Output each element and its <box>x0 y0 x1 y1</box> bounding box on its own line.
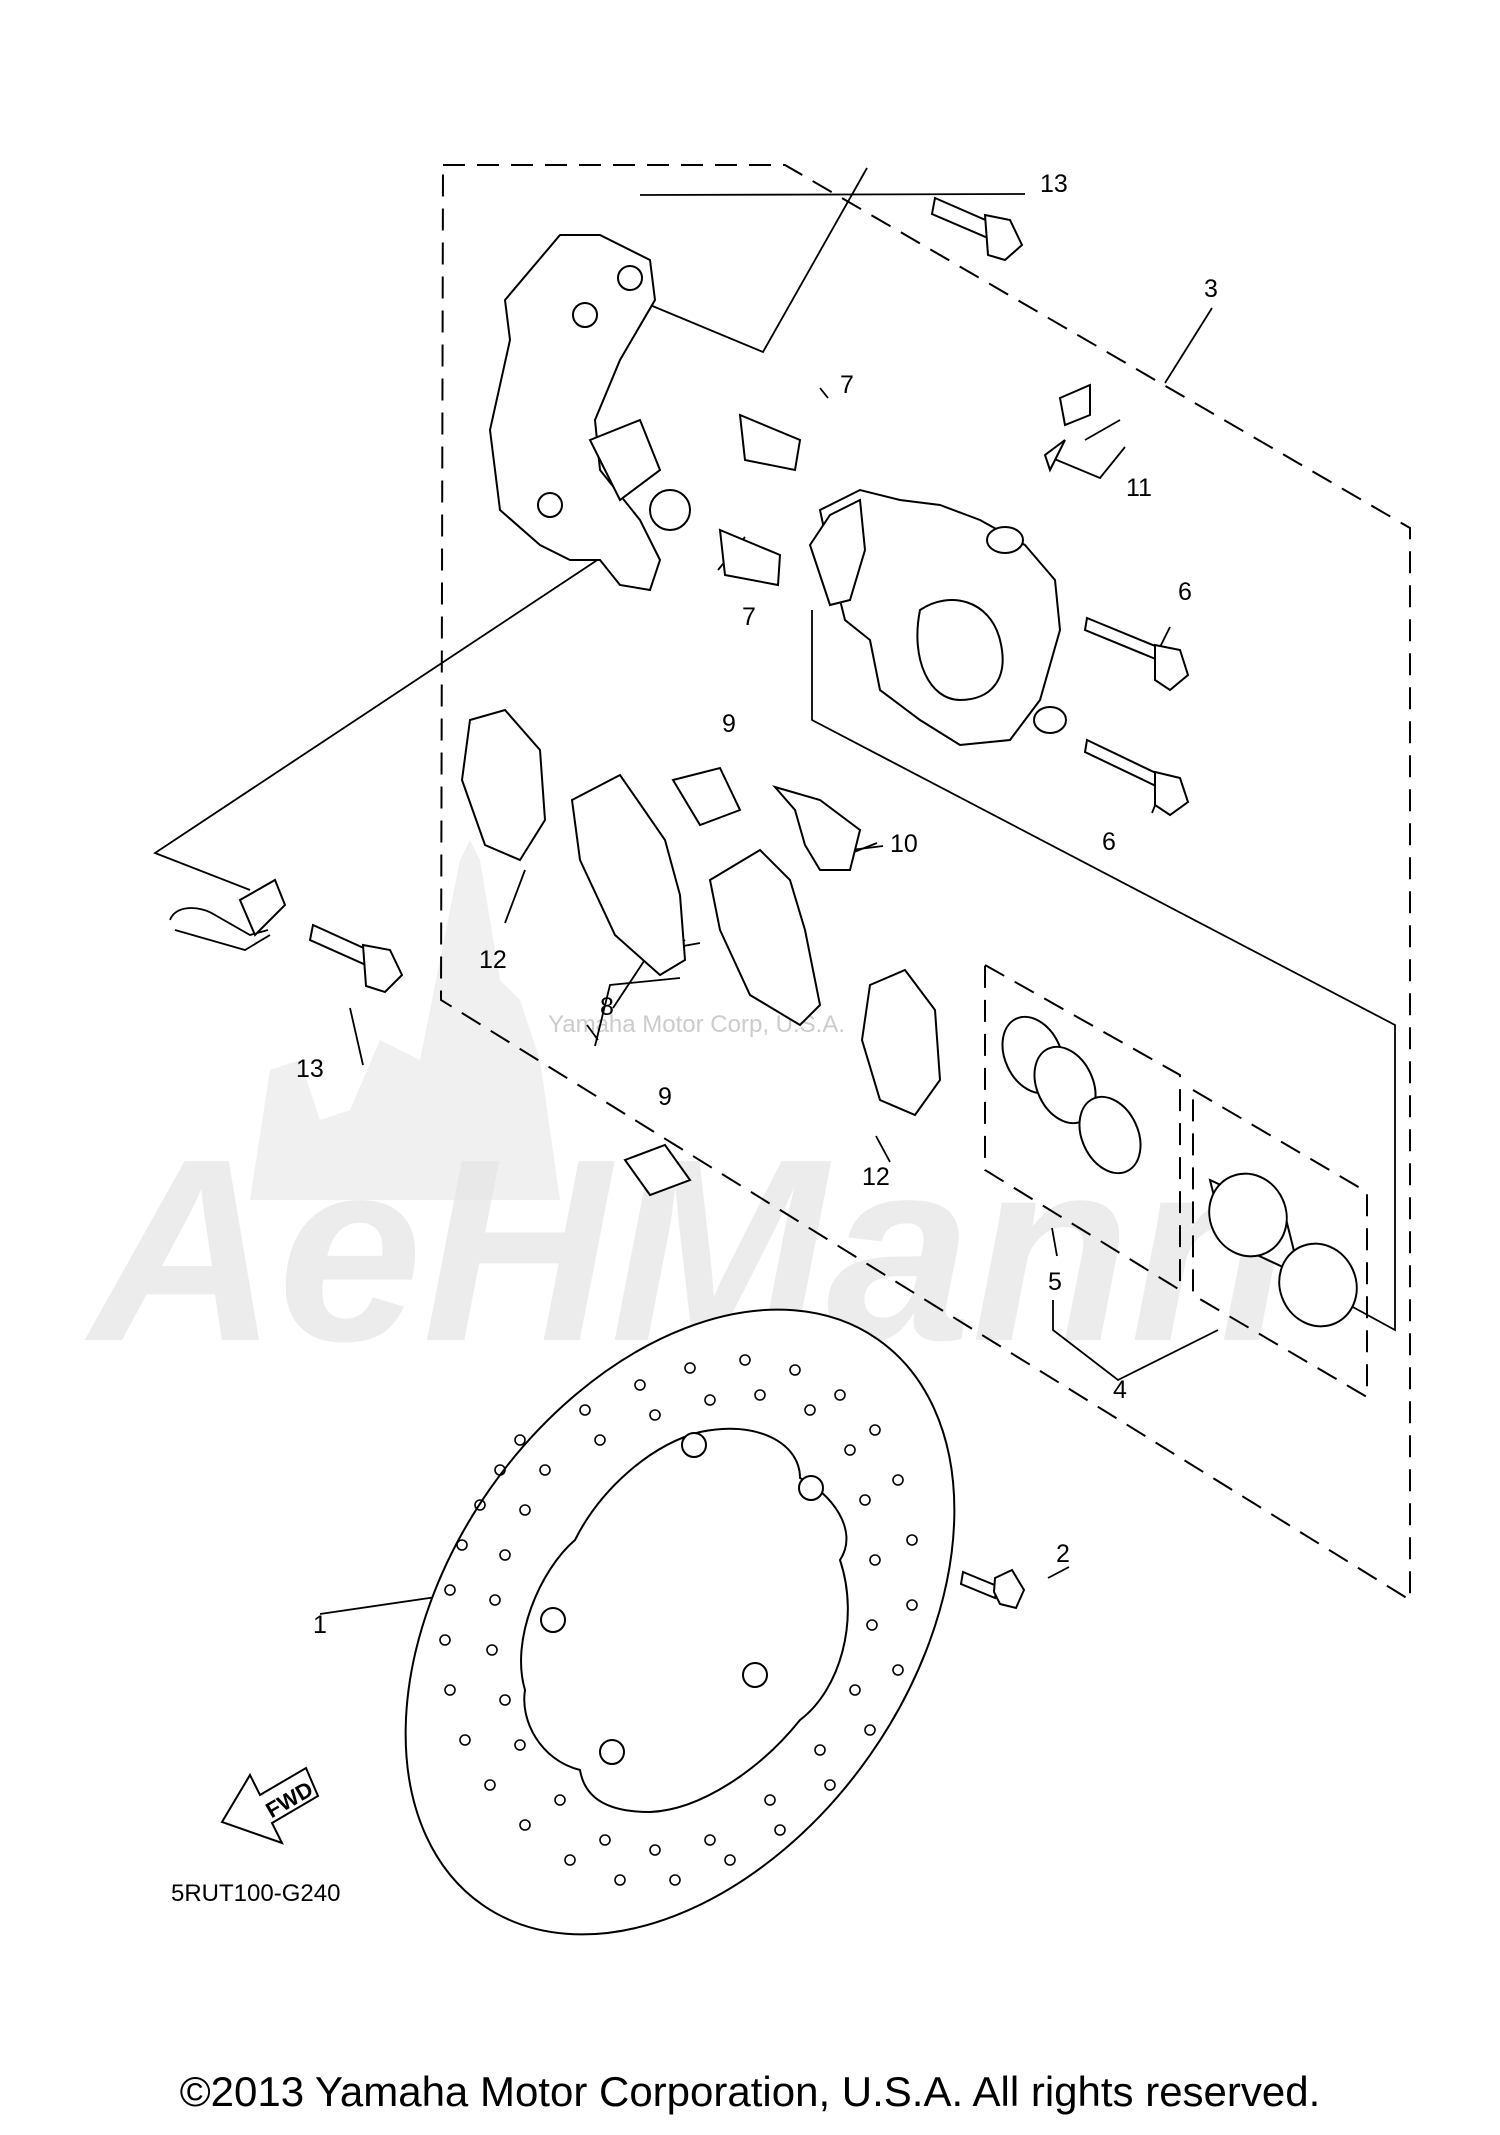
callout-9-upper: 9 <box>722 710 736 738</box>
callout-12-lower: 12 <box>862 1163 890 1191</box>
callout-3: 3 <box>1204 275 1218 303</box>
caliper-body <box>808 488 1067 747</box>
callout-labels: 1 2 3 4 5 6 6 7 7 8 9 9 10 11 12 12 13 1… <box>296 170 1218 1639</box>
callout-8: 8 <box>600 993 614 1021</box>
watermark-castle <box>250 840 560 1200</box>
retaining-clip <box>169 878 287 951</box>
callout-1: 1 <box>313 1611 327 1639</box>
caliper-body-box <box>811 610 1396 1332</box>
callout-11: 11 <box>1126 474 1152 502</box>
callout-13-lower: 13 <box>296 1055 324 1083</box>
callout-6-upper: 6 <box>1178 578 1192 606</box>
caliper-bolts <box>1083 616 1190 817</box>
callout-6-lower: 6 <box>1102 828 1116 856</box>
piston-seal-frame <box>984 963 1181 1292</box>
disc-bolt <box>959 1568 1026 1610</box>
brake-disc-vent-holes <box>439 1354 918 1886</box>
shims <box>460 708 942 1117</box>
callout-12-upper: 12 <box>479 946 507 974</box>
callout-10: 10 <box>890 830 918 858</box>
copyright-notice: ©2013 Yamaha Motor Corporation, U.S.A. A… <box>179 2068 1321 2115</box>
brake-pads <box>570 773 822 1027</box>
callout-4: 4 <box>1113 1376 1127 1404</box>
brake-disc-bolt-holes <box>540 1432 824 1765</box>
callout-2: 2 <box>1056 1540 1070 1568</box>
drawing-code: 5RUT100-G240 <box>171 1880 340 1907</box>
callout-5: 5 <box>1048 1268 1062 1296</box>
assembly-frames <box>439 164 1411 1602</box>
callout-7-upper: 7 <box>840 371 854 399</box>
brake-disc-center-cutout <box>520 1427 849 1814</box>
caliper-bracket <box>488 234 691 592</box>
brake-disc <box>404 1308 956 1936</box>
caliper-assembly-frame <box>439 164 1411 1602</box>
forward-arrow: FWD <box>220 1766 320 1845</box>
boots <box>718 413 802 587</box>
callout-13-upper: 13 <box>1040 170 1068 198</box>
callout-9-lower: 9 <box>658 1083 672 1111</box>
bleed-screw <box>1043 383 1091 473</box>
pad-springs <box>623 766 742 1197</box>
pistons <box>1208 1172 1358 1328</box>
bracket-bolts <box>308 196 1024 994</box>
callout-7-lower: 7 <box>742 603 756 631</box>
pad-support <box>772 785 862 871</box>
piston-seals <box>1001 1015 1142 1175</box>
